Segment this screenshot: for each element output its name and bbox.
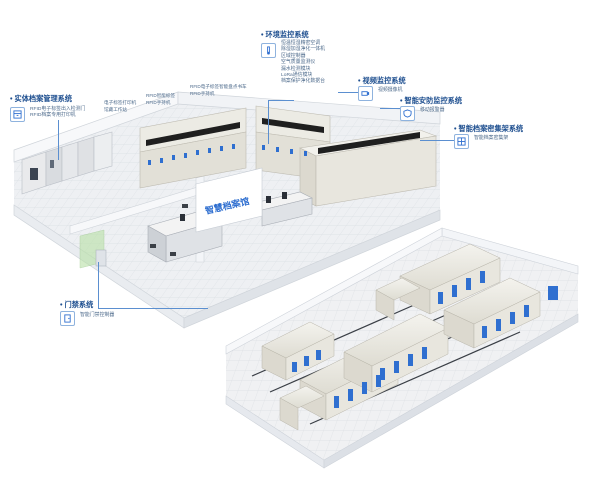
archive-icon <box>10 107 25 122</box>
callout-huanjing-item: 空气质量监测仪 <box>281 60 316 66</box>
callout-miji-item: 智能档案密集架 <box>474 136 509 141</box>
callout-huanjing-items: 恒温恒湿精密空调 除湿加湿净化一体机 区域控制器 空气质量监测仪 漏水检测模块 … <box>281 41 325 86</box>
lower-room <box>225 227 579 469</box>
callout-huanjing-item: 恒温恒湿精密空调 <box>281 41 321 46</box>
floor-labels: 电子标签打印机 馆藏工作站 RFID智能标签 RFID手持机 RFID电子标签智… <box>104 83 247 113</box>
shield-icon <box>400 106 415 121</box>
leader-menjin-h <box>98 308 208 309</box>
callout-shipin-item: 视频摄像机 <box>378 88 403 93</box>
upper-room: 智慧档案馆 <box>13 91 441 329</box>
callout-anfang-item: 移动报警器 <box>420 108 445 113</box>
callout-shiti: 实体档案管理系统 RFID电子标签出入检测门 RFID档案专用打印机 <box>8 94 118 134</box>
cabinet-screens <box>148 144 307 165</box>
shelf-blue-panels <box>292 271 529 408</box>
lower-left-wall <box>225 227 443 355</box>
label-rfid-mark: RFID智能标签 <box>146 92 175 99</box>
callout-menjin-title: 门禁系统 <box>60 300 94 309</box>
callout-huanjing-item: 除湿加湿净化一体机 <box>281 47 326 53</box>
back-office-desk <box>249 191 313 227</box>
wall-control-panel <box>548 286 558 300</box>
callout-huanjing-item: LoRa通信模块 <box>281 73 313 79</box>
door-icon <box>60 311 75 326</box>
label-rfid-shelf: RFID电子标签智能盘点书车 <box>190 83 247 90</box>
callout-huanjing-item: 区域控制器 <box>281 53 306 59</box>
callout-menjin: 门禁系统 智能门禁控制器 <box>58 300 158 328</box>
callout-shipin-items: 视频摄像机 <box>378 88 402 94</box>
upper-shelving-back-left <box>139 107 247 189</box>
callout-huanjing-title: 环境监控系统 <box>261 30 309 39</box>
thermometer-icon <box>261 43 276 58</box>
callout-shipin-title: 视频监控系统 <box>358 76 406 85</box>
label-rfid-handheld: RFID手持机 <box>190 90 215 97</box>
callout-shiti-items: RFID电子标签出入检测门 RFID档案专用打印机 <box>30 107 85 120</box>
callout-menjin-item: 智能门禁控制器 <box>80 313 115 318</box>
callout-shipin: 视频监控系统 视频摄像机 <box>356 76 446 102</box>
upper-shelving-right <box>299 129 438 207</box>
callout-anfang-title: 智能安防监控系统 <box>400 96 463 105</box>
entrance-gate <box>79 229 107 269</box>
callout-miji-title: 智能档案密集架系统 <box>454 124 524 133</box>
leader-menjin-v <box>98 262 99 308</box>
callout-huanjing-item: 漏水检测模块 <box>281 66 311 72</box>
camera-icon <box>358 86 373 101</box>
callout-menjin-items: 智能门禁控制器 <box>80 313 114 319</box>
callout-miji-items: 智能档案密集架 <box>474 136 508 142</box>
shelf-icon <box>454 134 469 149</box>
callout-shiti-item: RFID档案专用打印机 <box>30 113 76 119</box>
lower-right-wall <box>323 313 579 469</box>
leader-huanjing-v <box>268 100 269 144</box>
callout-anfang-items: 移动报警器 <box>420 108 444 114</box>
label-workstation: 馆藏工作站 <box>104 106 127 113</box>
leader-shiti-v <box>58 120 59 160</box>
callout-huanjing: 环境监控系统 恒温恒湿精密空调 除湿加湿净化一体机 区域控制器 空气质量监测仪 … <box>255 30 365 100</box>
callout-anfang: 智能安防监控系统 移动报警器 <box>398 96 498 122</box>
smart-archive-sign: 智慧档案馆 <box>195 167 263 233</box>
callout-shiti-title: 实体档案管理系统 <box>10 94 73 103</box>
leader-shipin <box>338 92 360 93</box>
leader-anfang <box>380 108 402 109</box>
label-rfid-printer: 电子标签打印机 <box>104 99 137 106</box>
callout-miji: 智能档案密集架系统 智能档案密集架 <box>452 124 572 154</box>
back-wall-right <box>177 91 441 125</box>
right-wall <box>183 209 441 329</box>
leader-miji <box>420 140 456 141</box>
callout-shiti-item: RFID电子标签出入检测门 <box>30 107 86 112</box>
callout-huanjing-item: 档案保护净化数据台 <box>281 79 326 85</box>
label-rfid-handset: RFID手持机 <box>146 99 171 106</box>
leader-huanjing-h <box>268 100 294 101</box>
